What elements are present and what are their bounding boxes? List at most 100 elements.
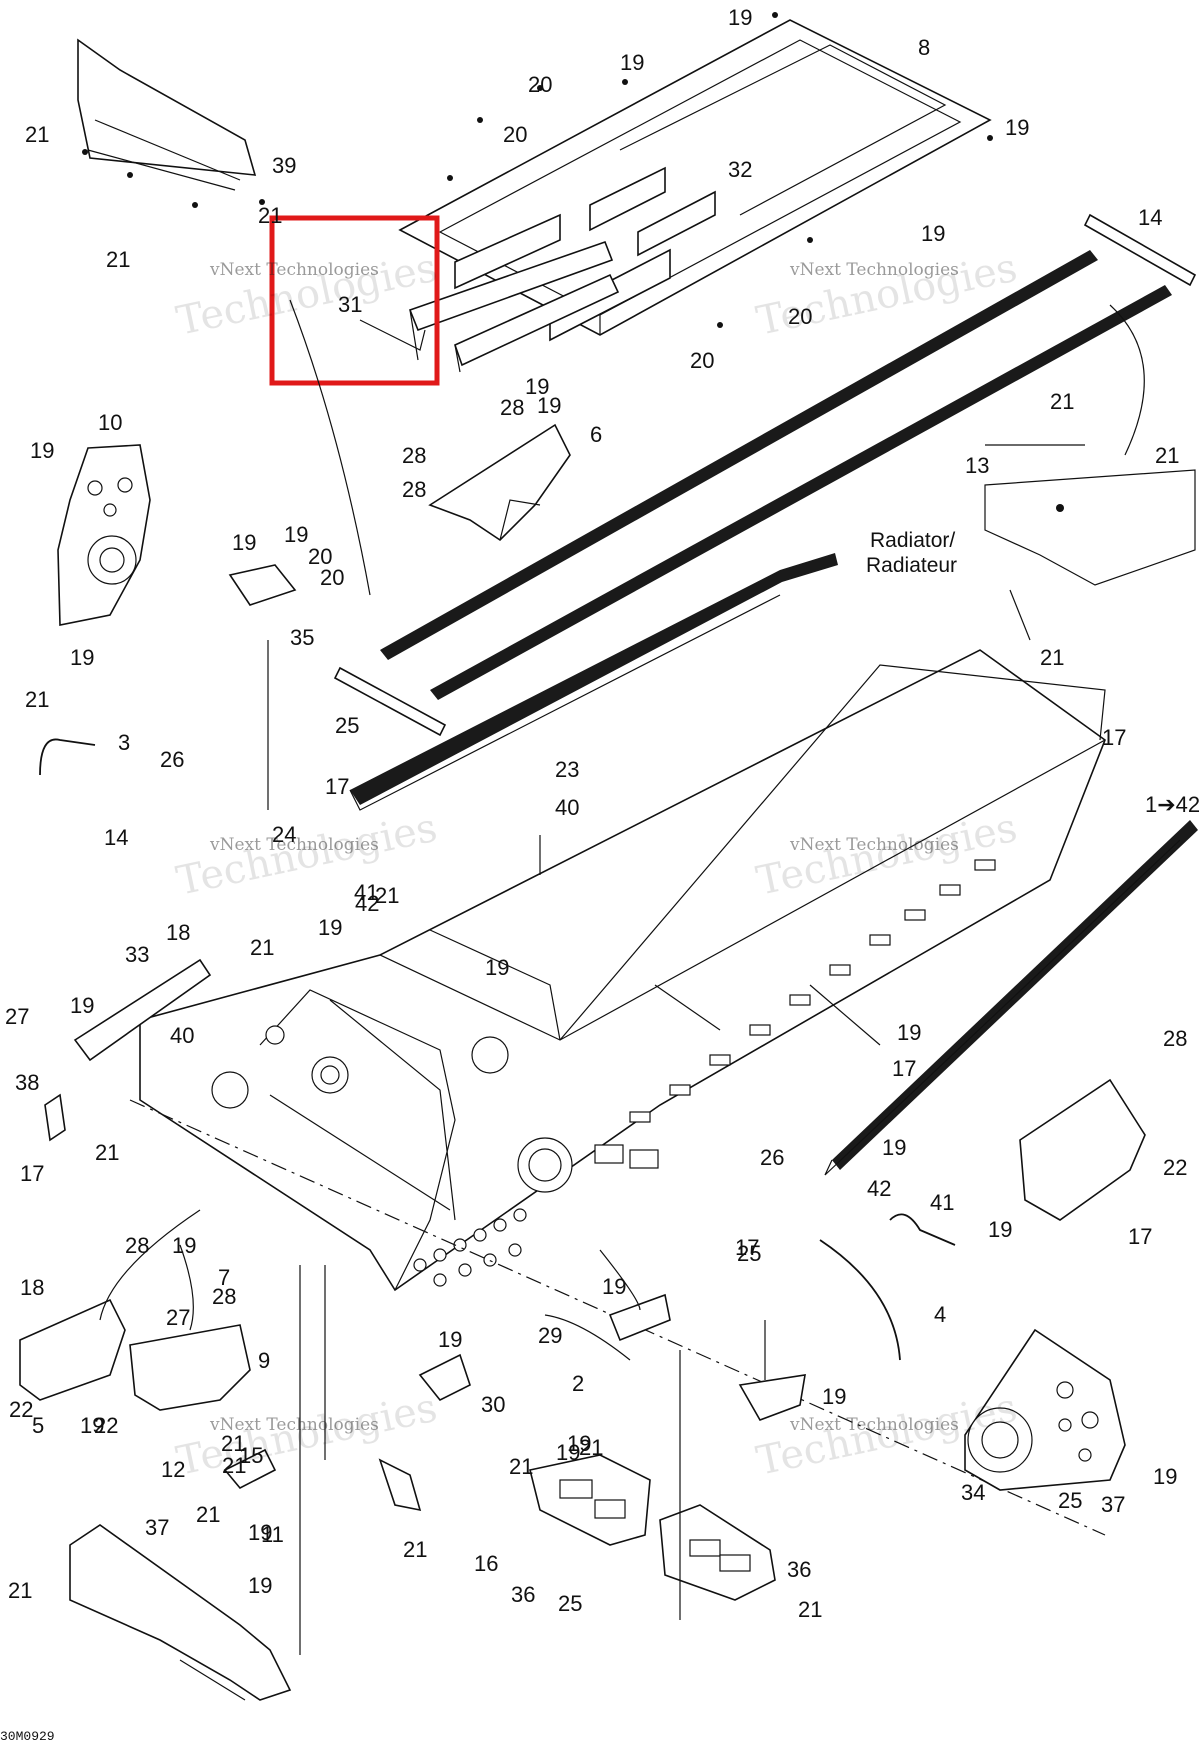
callout-36-112: 36 bbox=[511, 1582, 535, 1607]
bracket-36 bbox=[69, 1524, 292, 1701]
callout-21-48: 21 bbox=[375, 883, 399, 908]
callout-17-40: 17 bbox=[325, 774, 349, 799]
callout-42-72: 42 bbox=[867, 1176, 891, 1201]
callout-21-34: 21 bbox=[1040, 645, 1064, 670]
callout-22-85: 22 bbox=[9, 1397, 33, 1422]
callout-14-11: 14 bbox=[1138, 205, 1162, 230]
plate-10 bbox=[57, 444, 151, 626]
angle-23 bbox=[349, 553, 838, 811]
callout-19-27: 19 bbox=[232, 530, 256, 555]
callout-29-83: 29 bbox=[538, 1323, 562, 1348]
callout-41-73: 41 bbox=[930, 1190, 954, 1215]
callout-21-110: 21 bbox=[798, 1597, 822, 1622]
callout-14-39: 14 bbox=[104, 825, 128, 850]
leader-lines bbox=[99, 299, 1145, 1655]
callout-28-76: 28 bbox=[212, 1284, 236, 1309]
callout-26-71: 26 bbox=[760, 1145, 784, 1170]
svg-text:vNext Technologies: vNext Technologies bbox=[209, 1415, 379, 1435]
callout-9-80: 9 bbox=[258, 1348, 270, 1373]
footrest-holes bbox=[413, 1208, 527, 1287]
callout-20-3: 20 bbox=[528, 72, 552, 97]
plate-7 bbox=[1019, 1078, 1146, 1221]
callout-38-60: 38 bbox=[15, 1070, 39, 1095]
callout-25-38: 25 bbox=[335, 713, 359, 738]
callout-17-61: 17 bbox=[20, 1161, 44, 1186]
callout-27-75: 27 bbox=[166, 1305, 190, 1330]
bracket-5 bbox=[418, 1353, 471, 1402]
callout-22-66: 22 bbox=[1163, 1155, 1187, 1180]
callout-19-99: 19 bbox=[567, 1431, 591, 1456]
callout-35-32: 35 bbox=[290, 625, 314, 650]
callout-21-96: 21 bbox=[509, 1454, 533, 1479]
callout-41-46: 41 bbox=[354, 880, 378, 905]
callout-21-35: 21 bbox=[25, 687, 49, 712]
callout-19-52: 19 bbox=[485, 955, 509, 980]
callout-13-24: 13 bbox=[965, 453, 989, 478]
bracket-30 bbox=[738, 1374, 806, 1421]
bracket-2 bbox=[19, 1298, 126, 1401]
handle-41 bbox=[889, 1213, 956, 1246]
tunnel-body bbox=[139, 649, 1106, 1292]
callout-25-102: 25 bbox=[1058, 1488, 1082, 1513]
radiator-panel bbox=[984, 444, 1196, 586]
callout-4-79: 4 bbox=[934, 1302, 946, 1327]
callout-42-47: 42 bbox=[355, 891, 379, 916]
bracket-33 bbox=[73, 958, 212, 1062]
callout-37-103: 37 bbox=[1101, 1492, 1125, 1517]
callout-15-93: 15 bbox=[239, 1443, 263, 1468]
callout-6-20: 6 bbox=[590, 422, 602, 447]
callout-25-70: 25 bbox=[737, 1241, 761, 1266]
callout-33-50: 33 bbox=[125, 942, 149, 967]
callout-20-30: 20 bbox=[320, 565, 344, 590]
callout-19-12: 19 bbox=[921, 221, 945, 246]
angle-24 bbox=[824, 820, 1198, 1176]
callout-39-8: 39 bbox=[272, 153, 296, 178]
callout-19-100: 19 bbox=[556, 1440, 580, 1465]
callout-19-109: 19 bbox=[248, 1573, 272, 1598]
callout-19-68: 19 bbox=[988, 1217, 1012, 1242]
part-39-shield bbox=[77, 38, 265, 208]
callout-30-88: 30 bbox=[481, 1392, 505, 1417]
radiator-label-line2: Radiateur bbox=[866, 554, 957, 577]
callout-36-108: 36 bbox=[787, 1557, 811, 1582]
callout-37-106: 37 bbox=[145, 1515, 169, 1540]
callout-21-7: 21 bbox=[25, 122, 49, 147]
callout-12-91: 12 bbox=[161, 1457, 185, 1482]
callout-40-42: 40 bbox=[555, 795, 579, 820]
callout-19-98: 19 bbox=[1153, 1464, 1177, 1489]
angle-brackets-31 bbox=[408, 240, 620, 373]
callout-28-59: 28 bbox=[1163, 1026, 1187, 1051]
callout-18-74: 18 bbox=[20, 1275, 44, 1300]
callout-20-13: 20 bbox=[788, 304, 812, 329]
callout-22-90: 22 bbox=[94, 1413, 118, 1438]
callout-19-65: 19 bbox=[172, 1233, 196, 1258]
callout-2-84: 2 bbox=[572, 1371, 584, 1396]
svg-text:vNext Technologies: vNext Technologies bbox=[789, 1415, 959, 1435]
rail-13 bbox=[380, 250, 1172, 700]
callout-18-51: 18 bbox=[166, 920, 190, 945]
callout-19-54: 19 bbox=[897, 1020, 921, 1045]
tunnel-top-panel bbox=[398, 12, 993, 336]
callout-24-45: 24 bbox=[272, 822, 296, 847]
callout-21-63: 21 bbox=[95, 1140, 119, 1165]
callout-7-67: 7 bbox=[218, 1265, 230, 1290]
callout-26-37: 26 bbox=[160, 747, 184, 772]
callout-19-81: 19 bbox=[80, 1413, 104, 1438]
callout-19-31: 19 bbox=[70, 645, 94, 670]
callout-28-64: 28 bbox=[125, 1233, 149, 1258]
callout-19-89: 19 bbox=[822, 1384, 846, 1409]
plate-9 bbox=[129, 1324, 251, 1411]
bracket-35 bbox=[228, 564, 297, 606]
bracket-34 bbox=[378, 1458, 422, 1512]
callout-17-43: 17 bbox=[1102, 725, 1126, 750]
callout-19-0: 19 bbox=[728, 5, 752, 30]
callout-11-95: 11 bbox=[261, 1522, 284, 1547]
callout-21-10: 21 bbox=[106, 247, 130, 272]
callout-21-94: 21 bbox=[196, 1502, 220, 1527]
callout-19-57: 19 bbox=[70, 993, 94, 1018]
callout-21-97: 21 bbox=[579, 1435, 603, 1460]
callout-19-5: 19 bbox=[1005, 115, 1029, 140]
bracket-12 bbox=[223, 1448, 277, 1490]
callout-21-82: 21 bbox=[221, 1431, 245, 1456]
